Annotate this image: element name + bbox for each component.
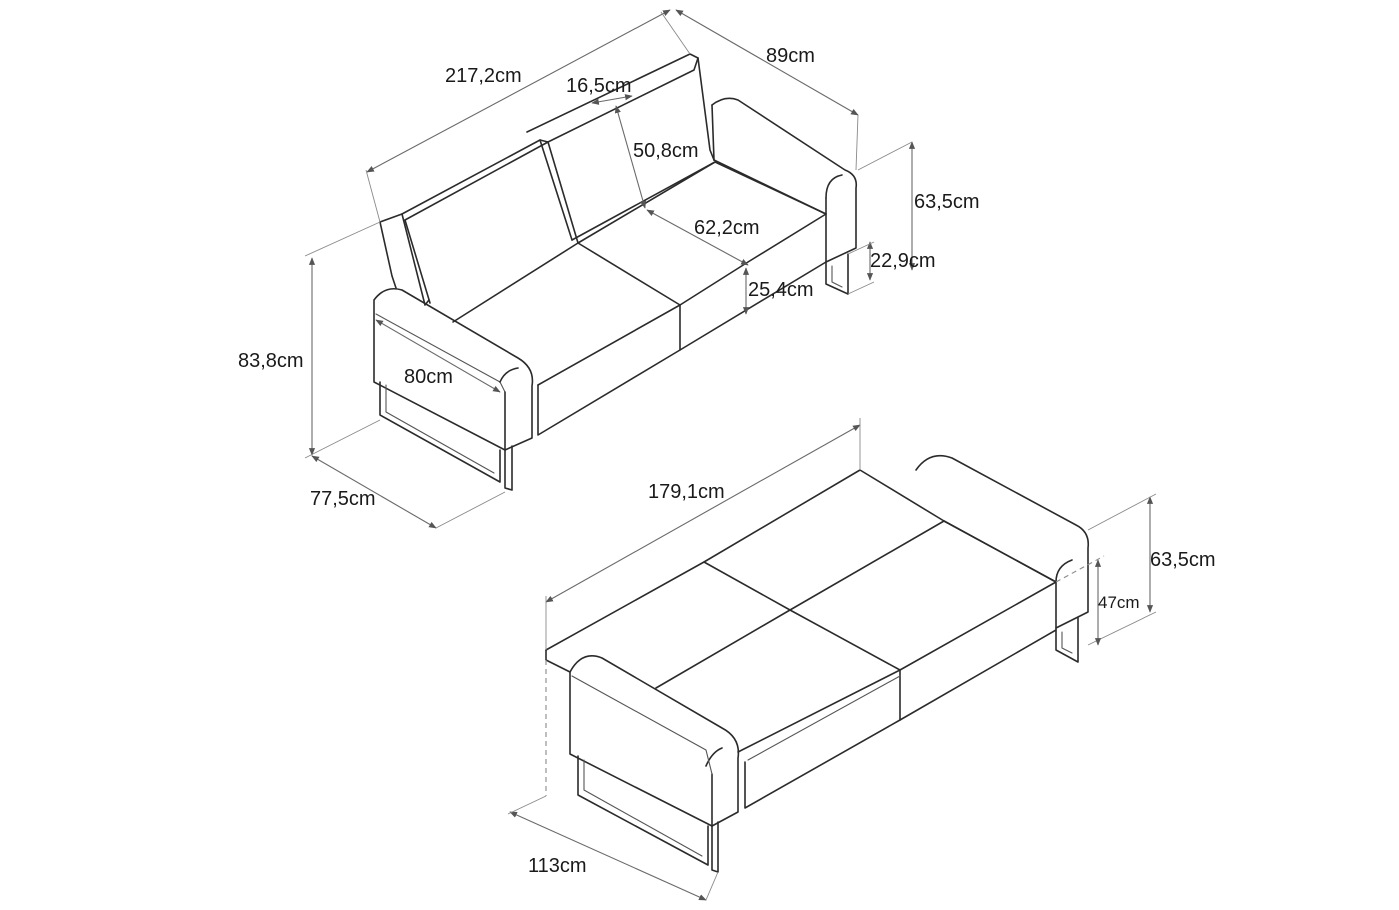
label-seat-thickness: 25,4cm xyxy=(748,279,814,301)
sofa-upright-drawing xyxy=(373,53,858,491)
label-bed-depth: 113cm xyxy=(528,855,587,877)
label-bed-arm-height: 63,5cm xyxy=(1150,549,1216,571)
label-leg-height: 22,9cm xyxy=(870,250,936,272)
sofa-bed-dimensions xyxy=(507,418,1157,901)
dim-line-seat-depth xyxy=(646,209,749,266)
label-back-thickness: 16,5cm xyxy=(566,75,632,97)
label-arm-height: 63,5cm xyxy=(914,191,980,213)
sofa-upright-dimensions xyxy=(304,9,916,529)
label-bed-length: 179,1cm xyxy=(648,481,725,503)
label-seat-depth: 62,2cm xyxy=(694,217,760,239)
dim-line-bed-depth xyxy=(509,811,707,901)
dim-line-arm-width xyxy=(375,319,501,393)
label-arm-width: 80cm xyxy=(404,366,453,388)
dim-line-bed-length xyxy=(545,424,861,603)
label-front-depth: 77,5cm xyxy=(310,488,376,510)
dim-line-total-width xyxy=(366,9,671,173)
label-back-height: 50,8cm xyxy=(633,140,699,162)
label-bed-seat-height: 47cm xyxy=(1098,593,1140,612)
dim-line-back-thickness xyxy=(591,94,633,105)
dim-line-total-depth xyxy=(675,9,859,116)
label-total-depth: 89cm xyxy=(766,45,815,67)
dim-line-front-depth xyxy=(311,455,437,529)
dim-line-back-height xyxy=(614,105,647,209)
label-total-width: 217,2cm xyxy=(445,65,522,87)
sofa-bed-drawing xyxy=(545,454,1090,873)
label-total-height: 83,8cm xyxy=(238,350,304,372)
